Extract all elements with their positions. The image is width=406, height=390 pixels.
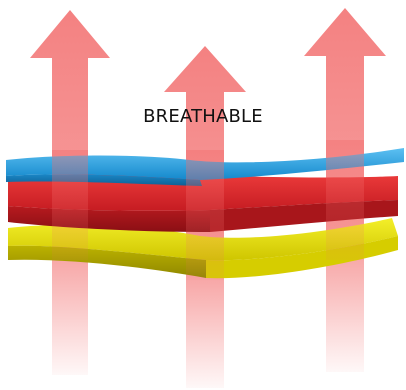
breathable-label: BREATHABLE [0, 106, 406, 127]
